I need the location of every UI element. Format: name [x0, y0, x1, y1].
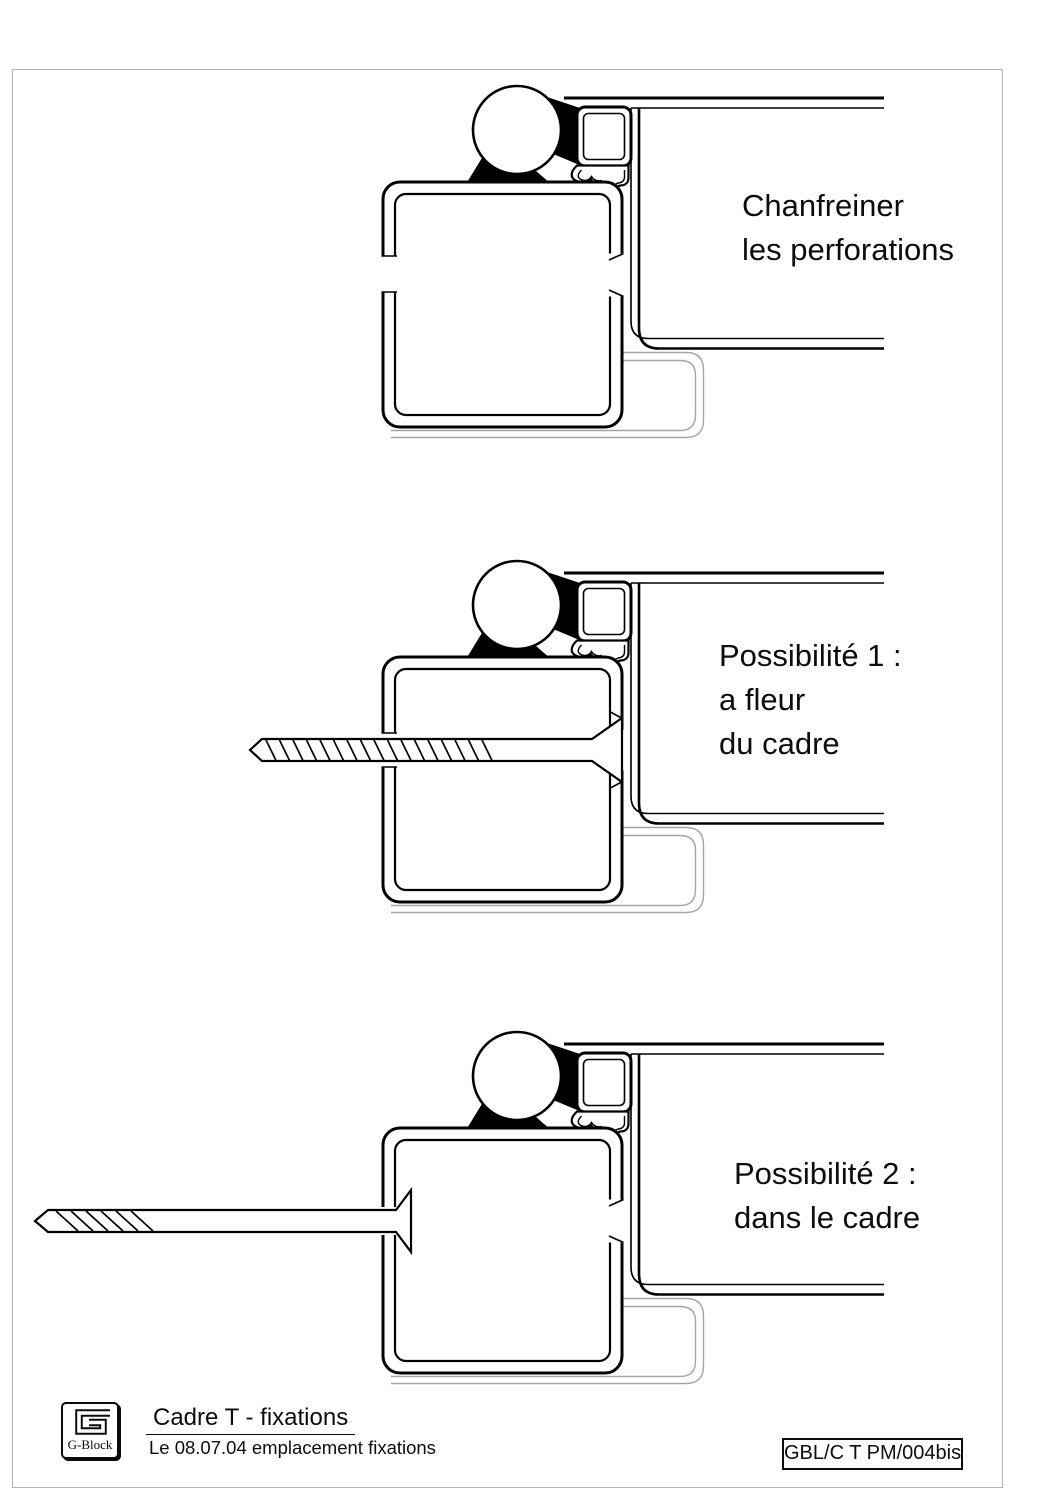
screw-threads [55, 1210, 154, 1232]
caption-possibility-2: Possibilité 2 : dans le cadre [734, 1152, 920, 1240]
document-reference: GBL/C T PM/004bis [782, 1438, 963, 1470]
caption-line: Possibilité 2 : [734, 1156, 917, 1191]
caption-line: Possibilité 1 : [719, 638, 902, 673]
caption-chamfer: Chanfreiner les perforations [742, 184, 954, 272]
caption-line: les perforations [742, 232, 954, 267]
caption-line: du cadre [719, 726, 840, 761]
caption-line: dans le cadre [734, 1200, 921, 1235]
diagram-2-flush-screw [248, 559, 886, 914]
screw-threads [265, 739, 493, 761]
screw-countersunk [33, 1186, 413, 1256]
caption-line: Chanfreiner [742, 188, 904, 223]
diagram-1-chamfer [380, 84, 886, 439]
left-wall-perforation [380, 256, 399, 292]
gblock-logo-icon [75, 1409, 110, 1435]
caption-line: a fleur [719, 682, 806, 717]
caption-possibility-1: Possibilité 1 : a fleur du cadre [719, 634, 902, 766]
document-subtitle: Le 08.07.04 emplacement fixations [149, 1437, 436, 1458]
gblock-logo: G-Block [61, 1402, 119, 1459]
document-title: Cadre T - fixations [146, 1403, 356, 1435]
diagram-3-inside-screw [33, 1030, 886, 1385]
gblock-logo-label: G-Block [67, 1437, 113, 1452]
sheet-border [12, 69, 1003, 1488]
screw-flush [248, 715, 624, 785]
